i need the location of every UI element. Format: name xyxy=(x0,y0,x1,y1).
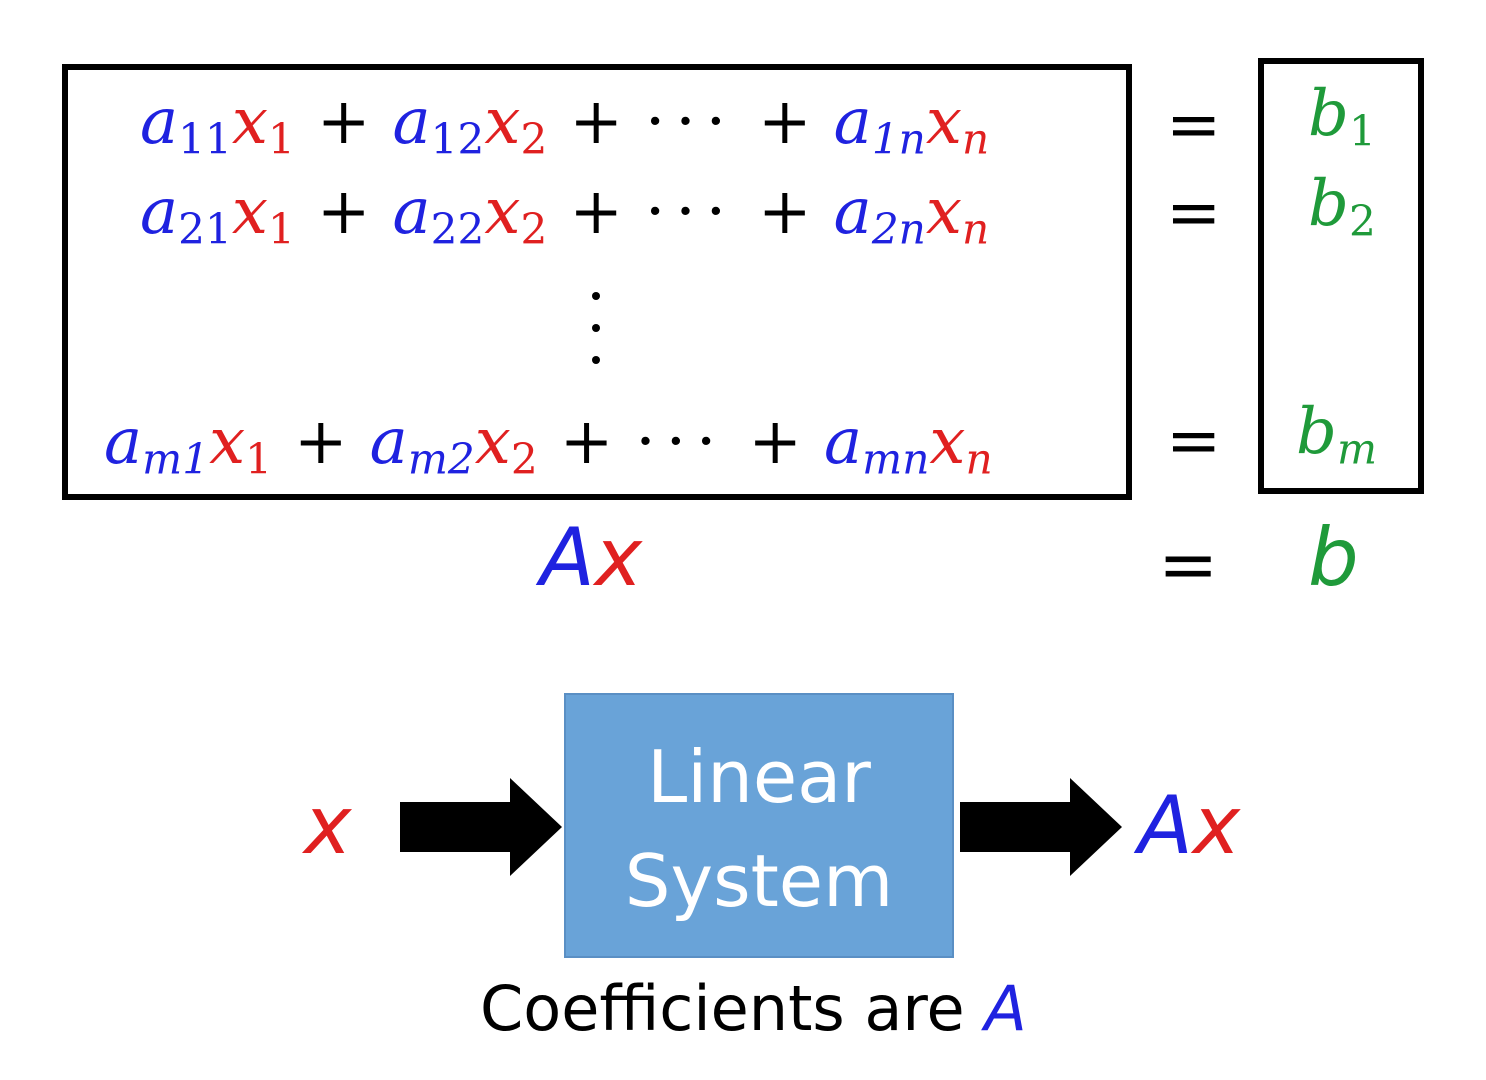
vector-b: b xyxy=(1308,511,1359,604)
var-sub: n xyxy=(961,114,990,164)
coef-sub: m2 xyxy=(407,434,475,484)
plus-sign: + xyxy=(748,405,802,479)
linear-system-block: Linear System xyxy=(564,693,954,958)
coef-a: a xyxy=(392,85,431,159)
equals-sign-matrix: = xyxy=(1158,522,1219,606)
b-letter: b xyxy=(1308,77,1349,151)
equation-row-2: a21x1+a22x2+···+a2nxn xyxy=(140,180,989,251)
b-letter: b xyxy=(1308,167,1349,241)
equals-sign-row-m: = xyxy=(1166,402,1222,479)
var-x: x xyxy=(925,175,962,249)
ellipsis: ··· xyxy=(645,85,737,159)
input-arrow-icon xyxy=(400,778,562,876)
coef-sub: 12 xyxy=(430,114,485,164)
var-sub: 2 xyxy=(520,204,548,254)
equation-row-m: am1x1+am2x2+···+amnxn xyxy=(104,410,993,481)
rhs-b-m: bm xyxy=(1296,400,1377,471)
ellipsis: ··· xyxy=(635,405,727,479)
var-x: x xyxy=(925,85,962,159)
plus-sign: + xyxy=(569,175,623,249)
equation-row-1: a11x1+a12x2+···+a1nxn xyxy=(140,90,989,161)
b-sub: 2 xyxy=(1348,196,1376,246)
coef-sub: 2n xyxy=(871,204,926,254)
var-sub: n xyxy=(961,204,990,254)
coefficients-caption: Coefficients are A xyxy=(480,978,1027,1040)
b-sub: 1 xyxy=(1348,106,1376,156)
coef-a: a xyxy=(140,175,179,249)
coef-sub: 11 xyxy=(178,114,232,164)
var-sub: 2 xyxy=(510,434,538,484)
rhs-b-1: b1 xyxy=(1308,82,1376,153)
b-sub: m xyxy=(1336,424,1378,474)
coef-a: a xyxy=(392,175,431,249)
var-x: x xyxy=(474,405,511,479)
coef-a: a xyxy=(140,85,179,159)
coef-sub: m1 xyxy=(142,434,210,484)
output-A: A xyxy=(1138,779,1193,872)
input-x: x xyxy=(304,779,352,872)
plus-sign: + xyxy=(316,85,371,159)
block-label-line-1: Linear xyxy=(647,735,871,819)
coef-sub: 1n xyxy=(871,114,926,164)
plus-sign: + xyxy=(559,405,614,479)
var-x: x xyxy=(484,85,521,159)
var-x: x xyxy=(231,85,268,159)
plus-sign: + xyxy=(569,85,623,159)
coef-a: a xyxy=(833,85,872,159)
var-sub: 2 xyxy=(520,114,548,164)
matrix-product-Ax: Ax xyxy=(540,518,642,598)
coef-sub: 21 xyxy=(178,204,232,254)
caption-text: Coefficients are xyxy=(480,972,965,1045)
rhs-b-2: b2 xyxy=(1308,172,1376,243)
ellipsis: ··· xyxy=(645,175,737,249)
plus-sign: + xyxy=(758,85,812,159)
var-sub: 1 xyxy=(268,204,295,254)
block-label-line-2: System xyxy=(624,839,894,924)
output-x: x xyxy=(1192,779,1241,872)
coef-a: a xyxy=(833,175,872,249)
var-x: x xyxy=(929,405,966,479)
equals-sign-row-1: = xyxy=(1166,86,1222,163)
b-letter: b xyxy=(1296,395,1337,469)
plus-sign: + xyxy=(294,405,348,479)
equals-sign-row-2: = xyxy=(1166,174,1222,251)
coef-a: a xyxy=(104,405,143,479)
equations-box xyxy=(62,64,1132,500)
vector-x: x xyxy=(594,511,643,604)
var-x: x xyxy=(484,175,521,249)
var-sub: 1 xyxy=(268,114,295,164)
coef-a: a xyxy=(824,405,863,479)
plus-sign: + xyxy=(316,175,371,249)
var-x: x xyxy=(209,405,246,479)
vertical-ellipsis xyxy=(592,292,602,388)
output-arrow-icon xyxy=(960,778,1122,876)
caption-A: A xyxy=(984,972,1027,1045)
coef-a: a xyxy=(369,405,408,479)
var-sub: 1 xyxy=(245,434,273,484)
rhs-vector-box xyxy=(1258,58,1424,494)
output-Ax: Ax xyxy=(1138,786,1240,866)
coef-sub: 22 xyxy=(430,204,485,254)
matrix-A: A xyxy=(540,511,595,604)
coef-sub: mn xyxy=(862,434,930,484)
plus-sign: + xyxy=(758,175,812,249)
var-x: x xyxy=(231,175,268,249)
var-sub: n xyxy=(965,434,993,484)
